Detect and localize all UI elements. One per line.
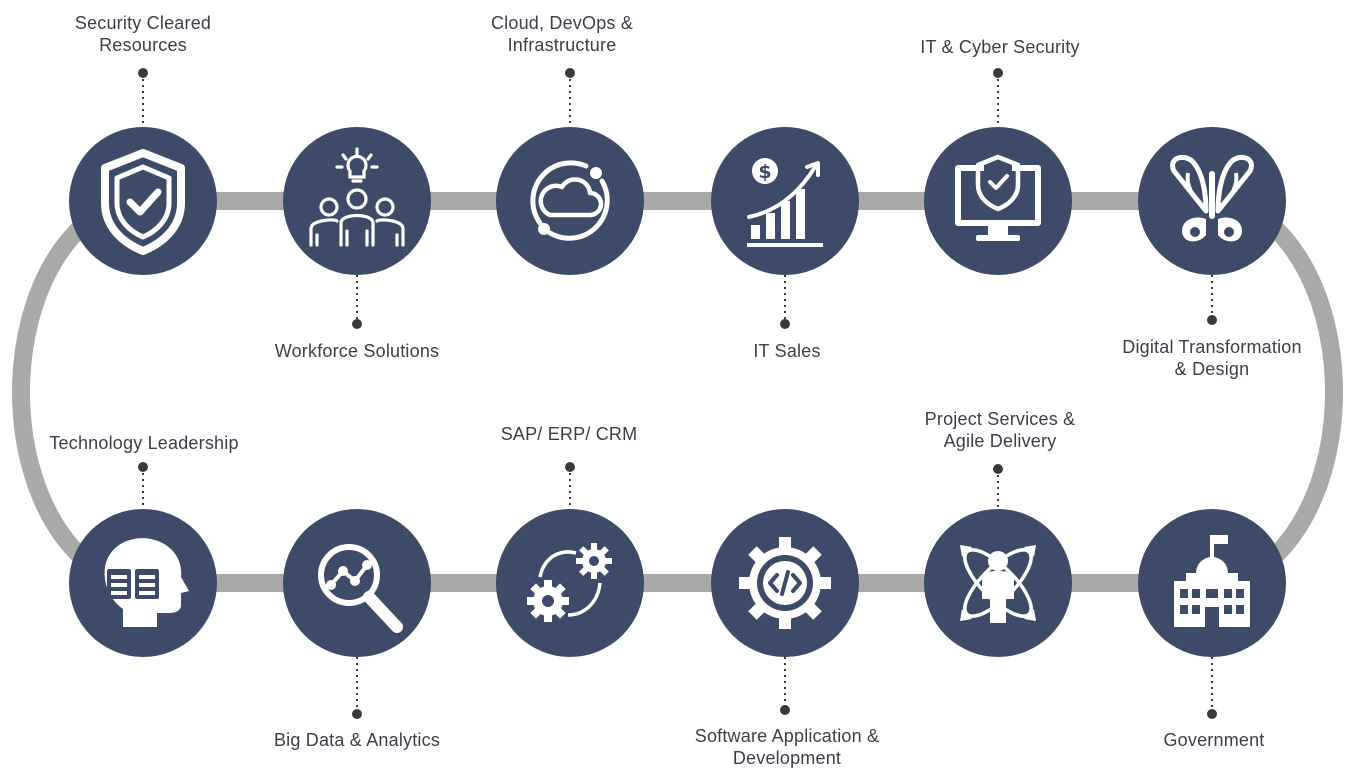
cloud-devops-infrastructure-label: Cloud, DevOps & Infrastructure xyxy=(490,13,634,55)
node-cloud-devops-infrastructure xyxy=(496,127,644,275)
cloud-devops-infrastructure-connector-dot xyxy=(565,68,575,78)
it-sales-label: IT Sales xyxy=(753,341,821,361)
track xyxy=(12,192,1343,592)
cloud-devops-infrastructure-circle xyxy=(496,127,644,275)
it-sales-connector-dot xyxy=(780,319,790,329)
technology-leadership-connector-dot xyxy=(138,462,148,472)
workforce-solutions-circle xyxy=(283,127,431,275)
node-digital-transformation-design xyxy=(1138,127,1286,275)
software-application-development-label: Software Application & Development xyxy=(694,726,880,768)
sap-erp-crm-label: SAP/ ERP/ CRM xyxy=(500,424,638,444)
node-it-sales xyxy=(711,127,859,275)
node-sap-erp-crm xyxy=(496,509,644,657)
workforce-solutions-label: Workforce Solutions xyxy=(274,341,440,361)
project-services-agile-delivery-connector-dot xyxy=(993,464,1003,474)
security-cleared-resources-connector-dot xyxy=(138,68,148,78)
code-gear-icon xyxy=(737,535,833,631)
it-cyber-security-circle xyxy=(924,127,1072,275)
project-services-agile-delivery-label: Project Services & Agile Delivery xyxy=(924,409,1076,451)
node-workforce-solutions xyxy=(283,127,431,275)
node-software-application-development xyxy=(711,509,859,657)
software-application-development-connector-dot xyxy=(780,705,790,715)
government-label: Government xyxy=(1163,730,1265,750)
node-project-services-agile-delivery xyxy=(924,509,1072,657)
node-big-data-analytics xyxy=(283,509,431,657)
big-data-analytics-connector-dot xyxy=(352,709,362,719)
technology-leadership-label: Technology Leadership xyxy=(49,433,239,453)
digital-transformation-design-label: Digital Transformation & Design xyxy=(1122,337,1302,379)
node-security-cleared-resources xyxy=(69,127,217,275)
workforce-solutions-connector-dot xyxy=(352,319,362,329)
node-government xyxy=(1138,509,1286,657)
it-cyber-security-connector-dot xyxy=(993,68,1003,78)
it-cyber-security-label: IT & Cyber Security xyxy=(920,37,1080,57)
sap-erp-crm-circle xyxy=(496,509,644,657)
node-it-cyber-security xyxy=(924,127,1072,275)
government-connector-dot xyxy=(1207,709,1217,719)
big-data-analytics-label: Big Data & Analytics xyxy=(273,730,441,750)
sap-erp-crm-connector-dot xyxy=(565,462,575,472)
node-technology-leadership xyxy=(69,509,217,657)
security-cleared-resources-label: Security Cleared Resources xyxy=(74,13,212,55)
digital-transformation-design-connector-dot xyxy=(1207,315,1217,325)
